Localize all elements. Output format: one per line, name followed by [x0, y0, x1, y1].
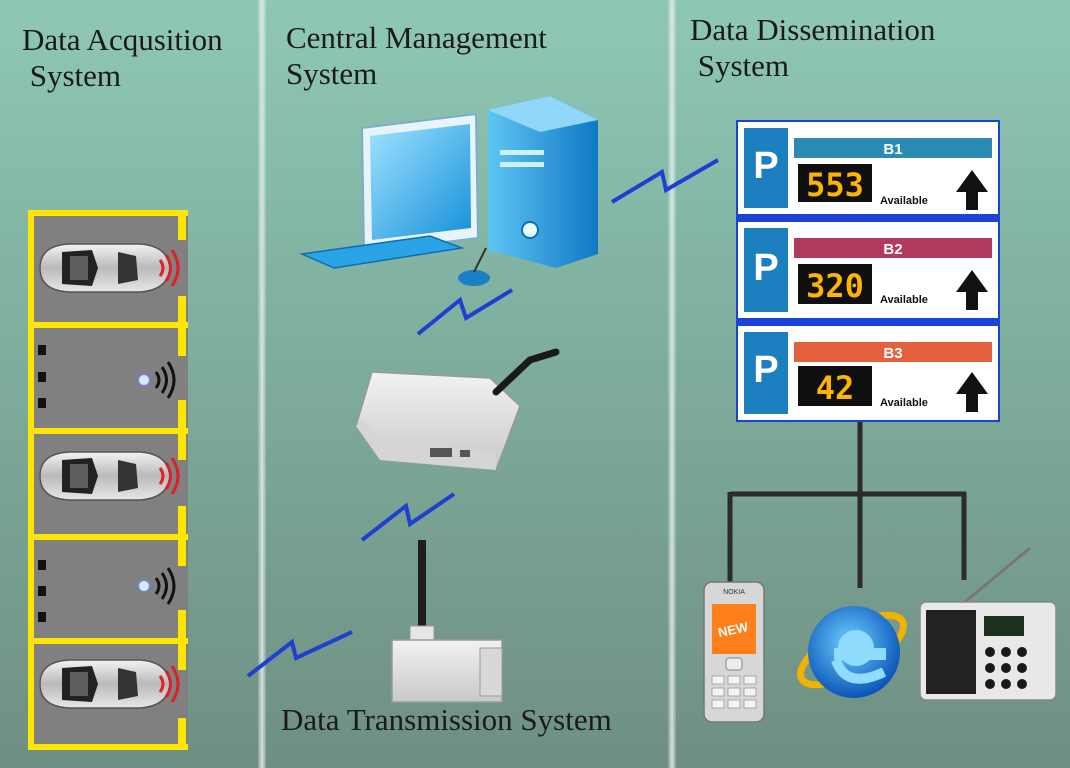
computer-icon	[299, 96, 598, 286]
svg-text:P: P	[753, 145, 778, 187]
radio-icon	[919, 546, 1057, 701]
sign-count-display	[798, 366, 872, 406]
sign-count-display	[798, 264, 872, 304]
svg-text:P: P	[753, 247, 778, 289]
wireless-link-icon	[416, 288, 514, 336]
sensor-node-icon	[391, 540, 503, 703]
sign-level-bar-2	[794, 238, 992, 258]
car-icon	[39, 451, 171, 501]
sign-level-bar-3	[794, 342, 992, 362]
wireless-link-icon	[246, 630, 353, 678]
sensor-occupied-icon	[158, 249, 180, 703]
wireless-links	[246, 158, 719, 678]
phone-brand: NOKIA	[723, 589, 745, 596]
title-transmission: Data Transmission System	[281, 702, 612, 737]
wireless-link-icon	[610, 158, 719, 204]
sign-level-label: B2	[883, 241, 902, 258]
sign-status: Available	[880, 397, 928, 409]
sign-count-display	[798, 164, 872, 202]
sign-status: Available	[880, 294, 928, 306]
svg-text:P: P	[753, 349, 778, 391]
sensor-free-icon	[154, 361, 176, 605]
internet-explorer-icon	[797, 606, 907, 698]
distribution-connector	[727, 422, 967, 588]
title-dissemination: Data Dissemination System	[690, 12, 936, 83]
parking-sign-panel: P P P B1 B2 B3 553 320 42 Available Avai…	[736, 120, 1000, 422]
title-central: Central Management System	[286, 20, 547, 91]
sign-count: 42	[816, 369, 855, 407]
car-icon	[39, 659, 171, 709]
divider-right	[668, 0, 676, 768]
arrow-up-icon	[956, 170, 988, 412]
sign-count: 553	[806, 166, 864, 204]
p-icon: P P P	[744, 128, 788, 414]
sensor-signals	[137, 249, 180, 703]
title-acquisition: Data Acqusition System	[22, 22, 223, 93]
sign-level-bar-1	[794, 138, 992, 158]
mobile-phone-icon: NOKIA NEW	[703, 581, 765, 723]
slot-markers	[38, 345, 46, 622]
gateway-router-icon	[355, 348, 560, 471]
parking-lines	[28, 210, 188, 750]
sign-status: Available	[880, 195, 928, 207]
divider-left	[258, 0, 266, 768]
sign-count: 320	[806, 267, 864, 305]
sign-level-label: B1	[883, 141, 902, 158]
car-icon	[39, 243, 171, 293]
sign-level-label: B3	[883, 345, 902, 362]
wireless-link-icon	[360, 492, 456, 542]
phone-screen-text: NEW	[717, 619, 750, 640]
